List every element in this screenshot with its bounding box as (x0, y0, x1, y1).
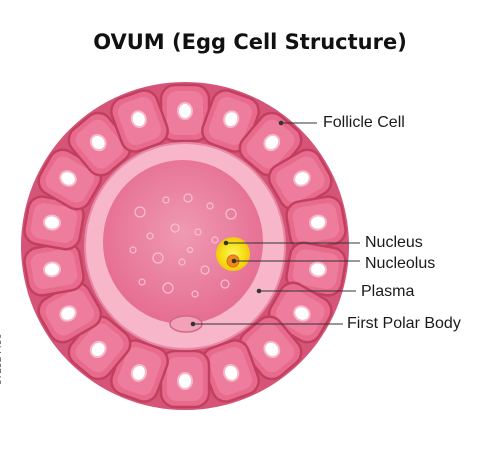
label-plasma: Plasma (361, 283, 415, 300)
vesicle (162, 196, 170, 204)
vesicle (194, 228, 202, 236)
follicle-cell (110, 89, 169, 153)
vesicle (134, 206, 146, 218)
follicle-cell (159, 349, 211, 409)
label-nucleolus: Nucleolus (365, 255, 436, 272)
vesicle (146, 232, 154, 240)
follicle-cell (285, 241, 347, 297)
follicle-cell (285, 195, 347, 251)
follicle-cell (67, 315, 132, 381)
vesicle (178, 258, 186, 266)
follicle-cell (23, 195, 85, 251)
follicle-cells (23, 83, 347, 409)
follicle-cell (23, 241, 85, 297)
follicle-cell (267, 148, 333, 211)
cytoplasm-vesicles (129, 193, 237, 298)
follicle-cell (37, 148, 103, 211)
stock-id: 872524456 (0, 333, 4, 385)
follicle-cell (67, 111, 132, 177)
vesicle (191, 290, 199, 298)
label-first-polar-body: First Polar Body (347, 315, 461, 332)
vesicle (211, 236, 219, 244)
label-nucleus: Nucleus (365, 234, 423, 251)
vesicle (200, 265, 210, 275)
cytoplasm (103, 160, 263, 324)
follicle-cell (159, 83, 211, 143)
vesicle (183, 193, 193, 203)
page-title: OVUM (Egg Cell Structure) (93, 30, 407, 54)
follicle-cell (37, 281, 103, 344)
vesicle (138, 278, 146, 286)
vesicle (206, 202, 214, 210)
vesicle (152, 252, 164, 264)
vesicle (170, 223, 180, 233)
vesicle (129, 246, 137, 254)
vesicle (186, 246, 194, 254)
label-follicle-cell: Follicle Cell (323, 114, 405, 131)
vesicle (162, 282, 174, 294)
nucleus (216, 237, 250, 271)
vesicle (220, 279, 230, 289)
vesicle (225, 208, 237, 220)
